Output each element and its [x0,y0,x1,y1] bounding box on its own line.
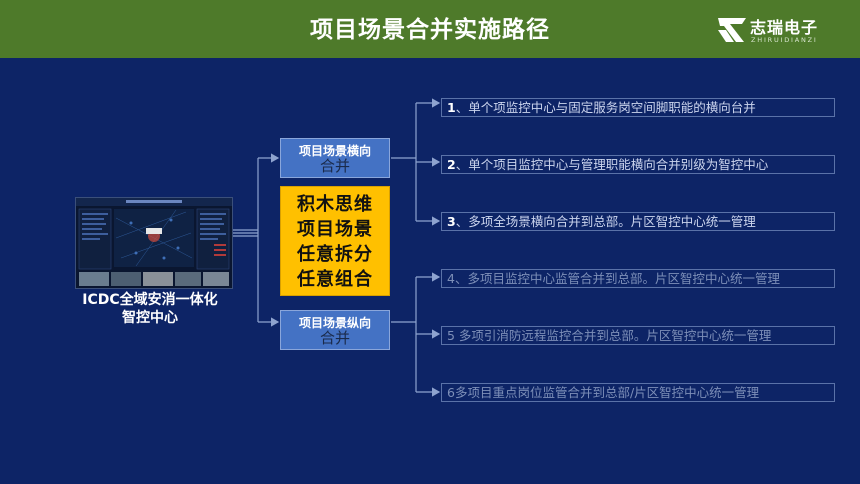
item-number: 4 [447,271,455,286]
item-text: 、单个项监控中心与固定服务岗空间脚职能的横向台并 [455,100,756,115]
item-number: 5 [447,328,455,343]
concept-line: 项目场景 [297,219,373,240]
platform-label-line1: ICDC全域安消一体化 [82,292,218,308]
logo-name: 志瑞电子 [750,18,819,37]
item-text: 、多项全场景横向合并到总部。片区智控中心统一管理 [455,214,756,229]
logo-mark-icon [718,18,746,42]
item-number: 3 [447,214,456,229]
platform-label: ICDC全域安消一体化 智控中心 [60,291,240,327]
title-bar: 项目场景合并实施路径 志瑞电子 ZHIRUIDIANZI [0,0,860,58]
item-number: 2 [447,157,456,172]
vertical-merge-line2: 合并 [319,329,350,347]
path-item-2: 2、单个项目监控中心与管理职能横向合并别级为智控中心 [441,155,835,174]
logo-subtitle: ZHIRUIDIANZI [751,36,818,44]
path-item-3: 3、多项全场景横向合并到总部。片区智控中心统一管理 [441,212,835,231]
item-text: 、单个项目监控中心与管理职能横向合并别级为智控中心 [455,157,769,172]
building-block-concept-box: 积木思维 项目场景 任意拆分 任意组合 [280,186,390,296]
path-item-5: 5 多项引消防远程监控合并到总部。片区智控中心统一管理 [441,326,835,345]
concept-line: 积木思维 [297,194,373,215]
concept-line: 任意组合 [297,269,373,290]
item-text: 、多项目监控中心监管合并到总部。片区智控中心统一管理 [454,271,780,286]
horizontal-merge-line2: 合并 [319,157,350,175]
platform-label-line2: 智控中心 [122,310,178,326]
vertical-merge-line1: 项目场景纵向 [298,316,371,330]
item-text: 多项引消防远程监控合并到总部。片区智控中心统一管理 [454,328,772,343]
company-logo: 志瑞电子 ZHIRUIDIANZI [716,14,836,50]
item-text: 多项目重点岗位监管合并到总部/片区智控中心统一管理 [454,385,760,400]
page-title: 项目场景合并实施路径 [310,17,550,43]
concept-line: 任意拆分 [297,244,373,265]
item-number: 1 [447,100,456,115]
item-number: 6 [447,385,455,400]
vertical-merge-box: 项目场景纵向 合并 [280,310,390,350]
path-item-1: 1、单个项监控中心与固定服务岗空间脚职能的横向台并 [441,98,835,117]
horizontal-merge-line1: 项目场景横向 [298,144,371,158]
horizontal-merge-box: 项目场景横向 合并 [280,138,390,178]
path-item-6: 6多项目重点岗位监管合并到总部/片区智控中心统一管理 [441,383,835,402]
dashboard-thumbnail-image [76,198,232,288]
platform-screenshot [75,197,233,289]
path-item-4: 4、多项目监控中心监管合并到总部。片区智控中心统一管理 [441,269,835,288]
